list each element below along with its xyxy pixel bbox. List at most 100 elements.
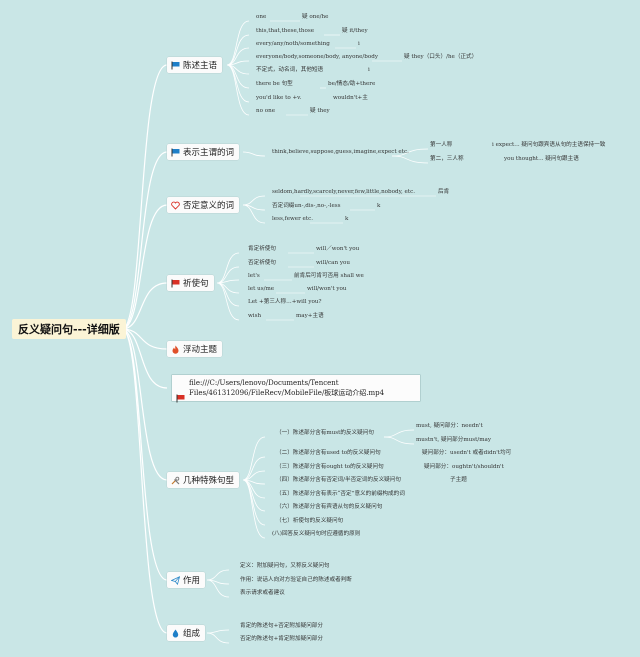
special-used-to-tag: 疑问部分：usedn't 或者didn't均可 (422, 450, 512, 456)
fire-icon (171, 345, 180, 354)
imperative-lets: let's (248, 273, 260, 279)
branch-main-clause-verbs-label: 表示主谓的词 (183, 148, 235, 158)
imperative-third-person: Let +第三人称…+will you? (248, 299, 322, 305)
connector (121, 328, 168, 350)
negative-adverbs: seldom,hardly,scarcely,never,few,little,… (272, 189, 416, 195)
subject-item-this-tag: 疑 it/they (342, 28, 368, 34)
connector (226, 34, 250, 66)
special-must-positive: must, 疑问部分：needn't (416, 423, 483, 429)
file-link-text[interactable]: file:///C:/Users/lenovo/Documents/Tencen… (189, 379, 385, 397)
subject-item-no-one-tag: 疑 they (310, 108, 330, 114)
negative-affixes: 否定词缀un-,dis-,no-,-less (272, 203, 341, 209)
verbs-list: think,believe,suppose,guess,imagine,expe… (272, 149, 409, 155)
branch-file-link[interactable]: file:///C:/Users/lenovo/Documents/Tencen… (172, 375, 420, 403)
subject-item-this: this,that,these,those (256, 28, 315, 34)
imperative-let-us: let us/me (248, 286, 275, 292)
connector (121, 151, 168, 330)
imperative-negative: 否定祈使句 (248, 260, 276, 266)
branch-imperative-label: 祈使句 (183, 279, 209, 289)
branch-composition-label: 组成 (183, 629, 201, 639)
special-ought-to: （三）陈述部分含有ought to的反义疑问句 (276, 464, 384, 470)
imperative-wish: wish (248, 313, 262, 319)
connector (226, 20, 250, 66)
branch-function[interactable]: 作用 (167, 572, 206, 588)
subject-item-infinitive: 不定式，动名词，其他短语 (256, 67, 324, 73)
special-negative-prefix: （五）陈述部分含有表示“否定”意义的前缀构成的词 (276, 491, 405, 497)
subject-item-every-tag: i (358, 41, 360, 47)
connector (121, 328, 168, 481)
connector (226, 64, 250, 116)
special-must: （一）陈述部分含有must的反义疑问句 (276, 430, 374, 436)
verbs-second-third-person-rule: you thought... 疑问句跟主语 (504, 156, 579, 162)
negative-less-fewer: less,fewer etc. (272, 216, 314, 222)
connector (216, 266, 240, 284)
special-must-negative: mustn't, 疑问部分must/may (416, 437, 492, 443)
connector (216, 282, 240, 307)
connector (226, 64, 250, 89)
branch-negative-words[interactable]: 否定意义的词 (167, 197, 240, 213)
imperative-lets-tag: 前肯后可肯可否用 shall we (294, 273, 364, 279)
branch-subject[interactable]: 陈述主语 (167, 57, 223, 73)
function-definition: 定义：附加疑问句，又称反义疑问句 (240, 563, 330, 569)
flag-icon (176, 388, 186, 403)
connector (391, 155, 429, 164)
heart-icon (171, 201, 180, 210)
imperative-wish-tag: may+主语 (296, 313, 324, 319)
branch-floating-topic-label: 浮动主题 (183, 345, 218, 355)
connector (206, 569, 230, 581)
branch-composition[interactable]: 组成 (167, 625, 206, 641)
connector (121, 64, 168, 330)
imperative-positive: 肯定祈使句 (248, 246, 276, 252)
subject-item-one-tag: 疑 one/he (302, 14, 329, 20)
paper-plane-icon (171, 575, 180, 585)
connector (206, 632, 230, 644)
branch-special-sentences[interactable]: 几种特殊句型 (167, 472, 240, 488)
flag-icon (171, 148, 180, 157)
connector (383, 429, 415, 438)
imperative-negative-tag: will/can you (316, 260, 351, 266)
branch-main-clause-verbs[interactable]: 表示主谓的词 (167, 144, 240, 160)
connector (242, 456, 266, 481)
tools-icon (171, 476, 180, 485)
imperative-positive-tag: will／won't you (316, 246, 360, 252)
special-imperative: （七）祈使句的反义疑问句 (276, 518, 344, 524)
root-topic[interactable]: 反义疑问句---详细版 (12, 319, 126, 339)
connector (216, 282, 240, 321)
connector (242, 479, 266, 539)
connector (242, 479, 266, 526)
special-ought-to-tag: 疑问部分：oughtn't/shouldn't (424, 464, 504, 470)
connector (121, 328, 168, 389)
root-topic-label: 反义疑问句---详细版 (18, 323, 120, 336)
connector (242, 204, 266, 224)
connector (383, 436, 415, 445)
branch-negative-words-label: 否定意义的词 (183, 201, 235, 211)
branch-function-label: 作用 (183, 576, 201, 586)
flag-icon (171, 279, 180, 288)
negative-adverbs-tag: 后肯 (438, 189, 450, 195)
connector (242, 195, 266, 206)
subject-item-youd-like: you'd like to +v. (256, 95, 302, 101)
branch-floating-topic[interactable]: 浮动主题 (167, 341, 223, 357)
branch-imperative[interactable]: 祈使句 (167, 275, 214, 291)
verbs-first-person: 第一人称 (430, 142, 453, 148)
connector (391, 148, 429, 157)
verbs-second-third-person: 第二，三人称 (430, 156, 464, 162)
subject-item-no-one: no one (256, 108, 276, 114)
special-used-to: （二）陈述部分含有used to的反义疑问句 (276, 450, 381, 456)
special-negative-words-tag: 子主题 (450, 477, 467, 483)
special-answer-rules: (八)回答反义疑问句时应遵循的原则 (272, 531, 361, 537)
connector (206, 629, 230, 634)
composition-negative: 否定的陈述句+肯定附加疑问部分 (240, 636, 323, 642)
branch-special-sentences-label: 几种特殊句型 (183, 476, 235, 486)
negative-less-fewer-tag: k (345, 216, 349, 222)
flag-icon (171, 61, 180, 70)
connector (216, 252, 240, 284)
verbs-first-person-rule: i expect... 疑问句跟宾语从句的主语保持一致 (492, 142, 606, 148)
imperative-let-us-tag: will/won't you (307, 286, 347, 292)
connector (121, 328, 168, 634)
subject-item-every: every/any/noth/something (256, 41, 330, 47)
connector (206, 579, 230, 598)
branch-subject-label: 陈述主语 (183, 61, 218, 71)
